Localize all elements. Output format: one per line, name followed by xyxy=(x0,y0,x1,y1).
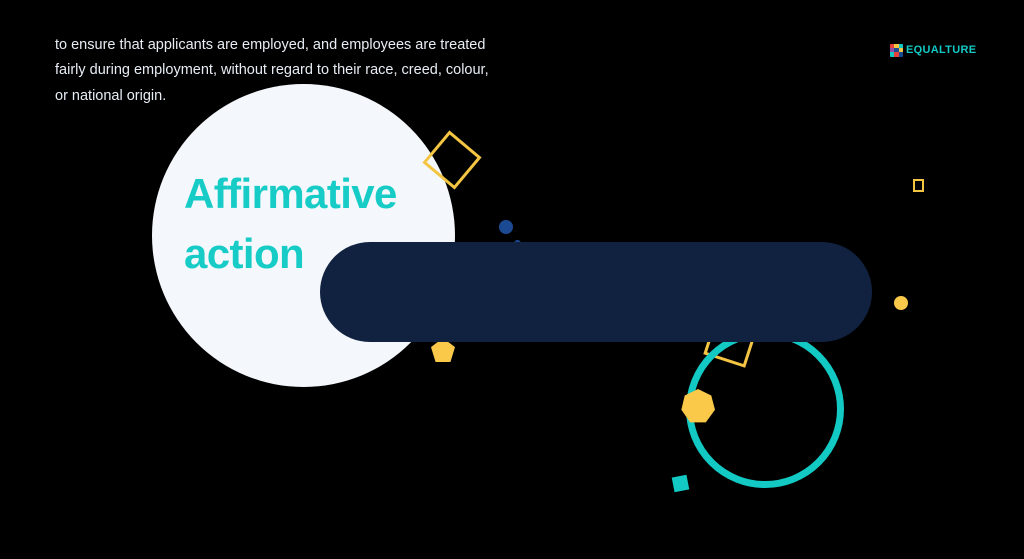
page-title-line-2: action xyxy=(184,229,305,277)
teal-square-icon xyxy=(671,474,690,493)
page-title-line-1: Affirmative xyxy=(184,170,397,217)
heptagon-icon xyxy=(681,389,715,423)
blue-circle-icon xyxy=(499,220,513,234)
brand-name: EQUALTURE xyxy=(906,43,977,56)
description-text: to ensure that applicants are employed, … xyxy=(55,36,489,105)
yellow-circle-icon xyxy=(894,296,908,310)
square-outline-icon xyxy=(913,179,924,192)
page-title: Affirmative action xyxy=(184,164,434,283)
brand-logo: EQUALTURE xyxy=(890,41,976,59)
description-panel xyxy=(320,242,872,342)
multicolor-grid-icon xyxy=(890,43,903,57)
